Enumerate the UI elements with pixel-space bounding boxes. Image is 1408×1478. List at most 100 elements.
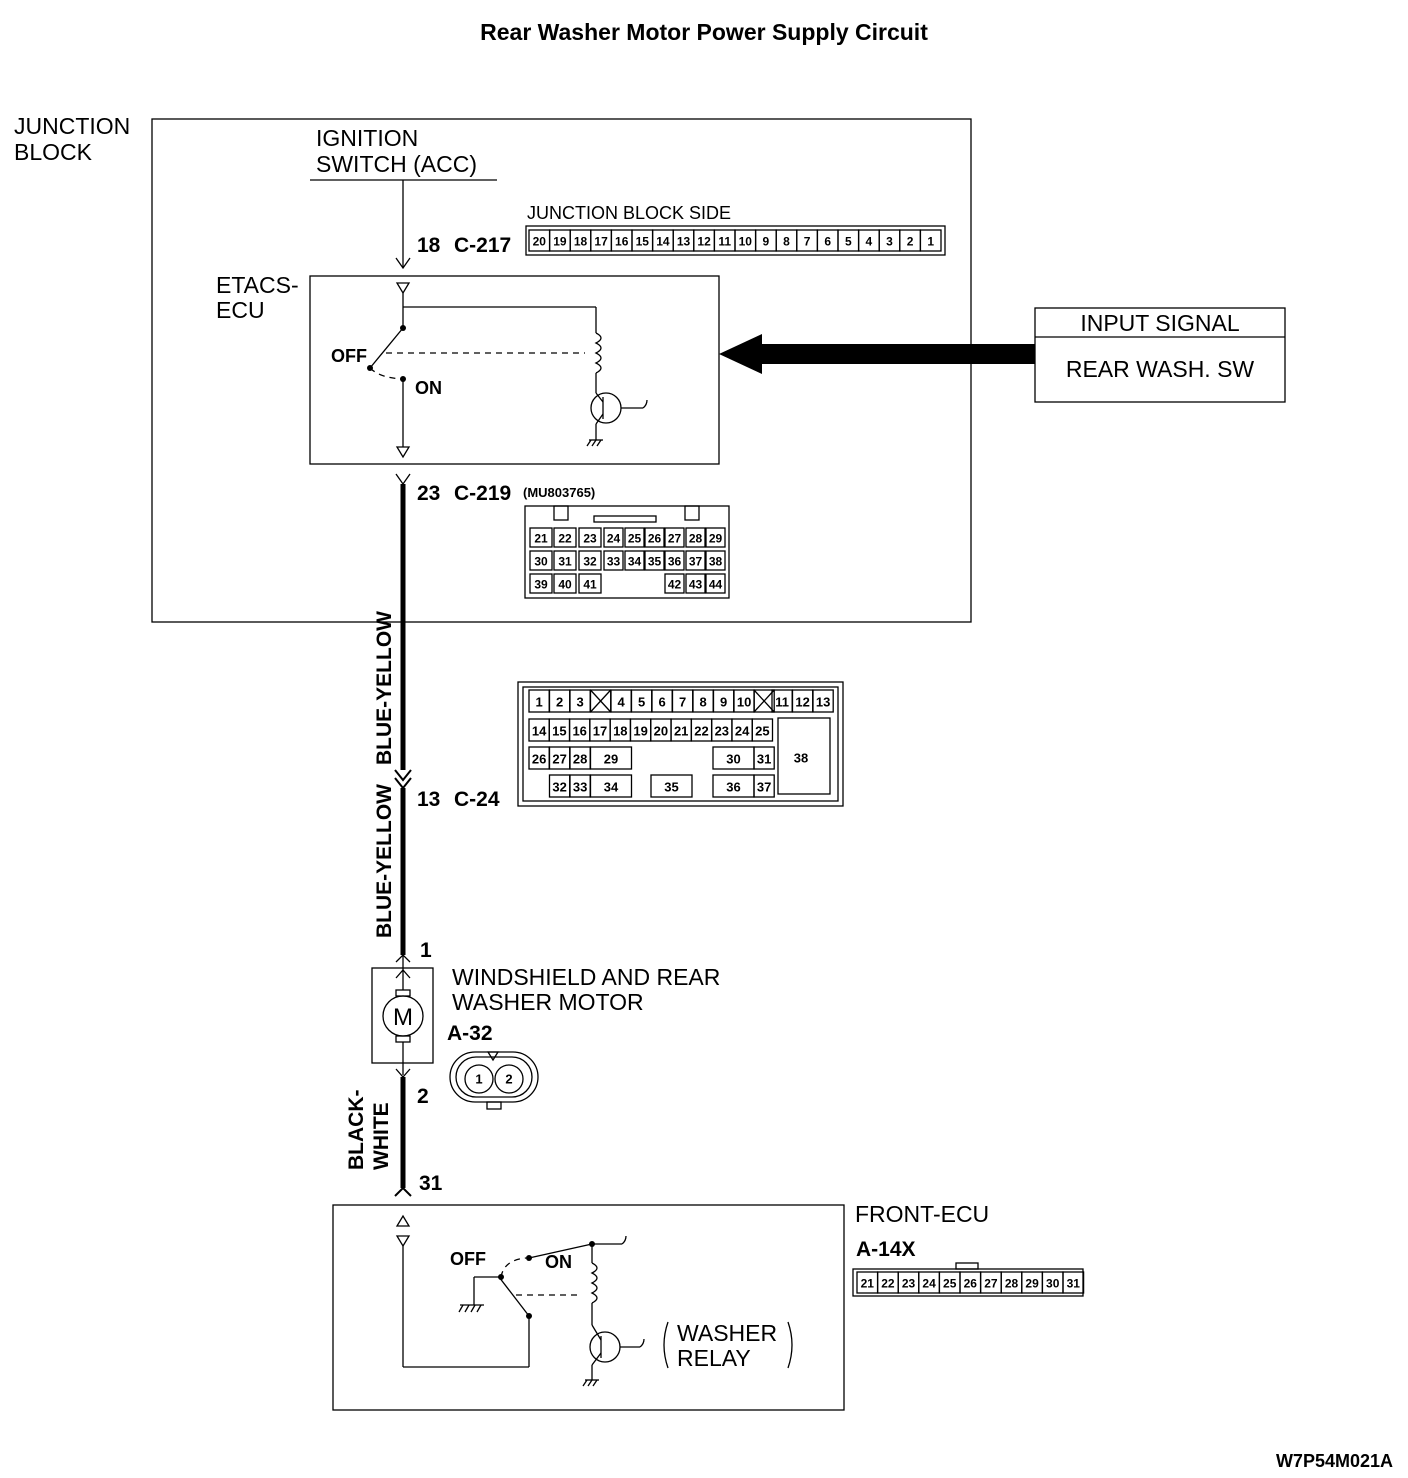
c219-pin-32-cell xyxy=(578,550,602,571)
c24-pin-arrow-upper xyxy=(394,769,412,782)
motor-pin-top: 1 xyxy=(420,939,432,962)
etacs-label-1: ETACS- xyxy=(216,272,299,298)
c219-pin-38-cell xyxy=(705,550,726,571)
motor-inner-arrow-top xyxy=(395,969,411,979)
c219-pin-37-cell xyxy=(685,550,706,571)
c217-pin-15: 15 xyxy=(636,235,650,249)
c217-pin-17: 17 xyxy=(594,235,608,249)
a14x-pin-29: 29 xyxy=(1025,1277,1039,1291)
c24-pin-36: 36 xyxy=(726,780,740,795)
c217-pin-4: 4 xyxy=(866,235,873,249)
input-signal-header: INPUT SIGNAL xyxy=(1080,310,1240,336)
c219-part-number: (MU803765) xyxy=(523,485,595,500)
c219-pin-44-cell xyxy=(705,573,726,594)
c217-pin-16: 16 xyxy=(615,235,629,249)
c24-pin-28: 28 xyxy=(573,752,587,767)
front-ecu-relay-circuit xyxy=(395,1214,793,1387)
c24-pin-20: 20 xyxy=(654,724,668,739)
c24-pin-19: 19 xyxy=(633,724,647,739)
front-ecu-on-label: ON xyxy=(545,1252,572,1272)
c24-pin-3-cell xyxy=(569,689,591,713)
c219-pin-25: 25 xyxy=(628,532,642,546)
c219-pin-40-cell xyxy=(553,573,577,594)
c219-pin-28-cell xyxy=(685,527,706,548)
diagram-title: Rear Washer Motor Power Supply Circuit xyxy=(480,19,928,45)
motor-pin-bottom: 2 xyxy=(417,1085,429,1108)
c219-pin-33: 33 xyxy=(607,555,621,569)
a14x-pin-30: 30 xyxy=(1046,1277,1060,1291)
a14x-pin-26: 26 xyxy=(964,1277,978,1291)
c219-pin-44: 44 xyxy=(709,578,723,592)
c24-pin-23: 23 xyxy=(715,724,729,739)
c217-pin-number: 18 xyxy=(417,234,441,257)
a14x-pin-24: 24 xyxy=(922,1277,936,1291)
c219-pin-41-cell xyxy=(578,573,602,594)
c24-pin-12: 12 xyxy=(795,695,809,710)
c219-pin-34-cell xyxy=(624,550,645,571)
c219-pin-27-cell xyxy=(664,527,685,548)
c219-pin-43-cell xyxy=(685,573,706,594)
etacs-ecu-box xyxy=(309,275,720,465)
input-signal-arrow-head xyxy=(719,334,762,374)
c219-pin-36: 36 xyxy=(668,555,682,569)
c24-pin-14: 14 xyxy=(532,724,547,739)
c219-pin-22: 22 xyxy=(558,532,572,546)
c24-pin-27: 27 xyxy=(552,752,566,767)
c219-pin-31: 31 xyxy=(558,555,572,569)
c217-pin-14: 14 xyxy=(656,235,670,249)
c219-pin-39-cell xyxy=(529,573,553,594)
motor-brush-bottom xyxy=(395,1035,411,1043)
c24-pin-25: 25 xyxy=(755,724,769,739)
c24-pin-38: 38 xyxy=(794,751,808,766)
a14x-pin-21: 21 xyxy=(861,1277,875,1291)
c24-pin-32: 32 xyxy=(552,780,566,795)
c24-pin-30: 30 xyxy=(726,752,740,767)
c219-pin-42: 42 xyxy=(668,578,682,592)
c24-pin-37-cell xyxy=(753,774,775,798)
a14x-pin-25: 25 xyxy=(943,1277,957,1291)
c219-pin-37: 37 xyxy=(689,555,703,569)
c24-pin-13: 13 xyxy=(816,695,830,710)
wire-color-black-1: BLACK- xyxy=(345,1090,368,1170)
c219-pin-24: 24 xyxy=(607,532,621,546)
c219-pin-26: 26 xyxy=(648,532,662,546)
c24-pin-11: 11 xyxy=(775,695,789,710)
c24-blank-b-stroke xyxy=(753,689,775,713)
a32-connector-face: 1 2 xyxy=(449,1051,539,1110)
c24-pin-31-cell xyxy=(753,746,775,770)
c219-pin-arrow xyxy=(395,473,411,486)
c24-blank-a-stroke xyxy=(590,689,612,713)
c219-pin-number: 23 xyxy=(417,482,440,505)
jb-side-label: JUNCTION BLOCK SIDE xyxy=(527,203,731,223)
c219-pin-41: 41 xyxy=(583,578,597,592)
c219-pin-22-cell xyxy=(553,527,577,548)
c219-pin-31-cell xyxy=(553,550,577,571)
c24-pin-10-cell xyxy=(733,689,755,713)
etacs-switch-circuit xyxy=(367,282,648,459)
c219-pin-30: 30 xyxy=(534,555,548,569)
c219-pin-43: 43 xyxy=(689,578,703,592)
a14x-pin-22: 22 xyxy=(881,1277,895,1291)
c219-pin-39: 39 xyxy=(534,578,548,592)
c24-pin-15: 15 xyxy=(552,724,566,739)
c219-pin-30-cell xyxy=(529,550,553,571)
front-ecu-box xyxy=(332,1204,845,1411)
c24-pin-17: 17 xyxy=(593,724,607,739)
c219-pin-21-cell xyxy=(529,527,553,548)
front-ecu-label: FRONT-ECU xyxy=(855,1201,989,1227)
motor-brush-top xyxy=(395,989,411,997)
c24-connector-code: C-24 xyxy=(454,788,500,811)
c219-pin-29: 29 xyxy=(709,532,723,546)
c24-pin-13-cell xyxy=(812,689,834,713)
c24-pin-29: 29 xyxy=(604,752,618,767)
c24-pin-3: 3 xyxy=(576,695,583,710)
motor-name-2: WASHER MOTOR xyxy=(452,989,644,1015)
motor-pin1-arrow xyxy=(395,954,411,963)
input-signal-arrow-shaft xyxy=(760,344,1035,364)
a14x-pin-28: 28 xyxy=(1005,1277,1019,1291)
c217-pin-13: 13 xyxy=(677,235,691,249)
motor-name-1: WINDSHIELD AND REAR xyxy=(452,964,720,990)
